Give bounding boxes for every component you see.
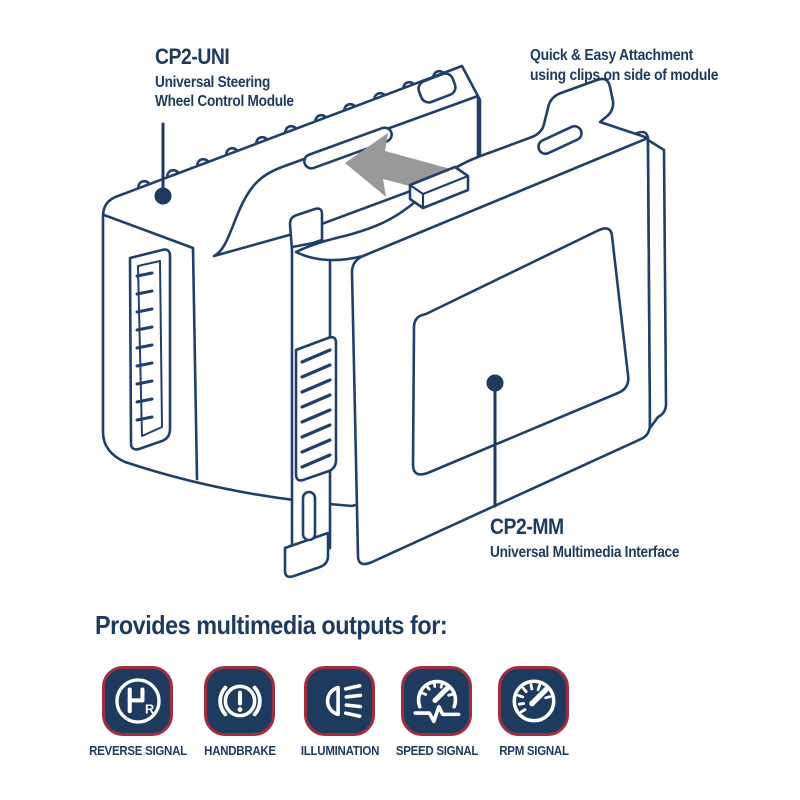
handbrake-warning-icon xyxy=(217,684,262,718)
attachment-note-line1: Quick & Easy Attachment xyxy=(530,47,694,64)
clip-slot xyxy=(537,124,583,156)
outputs-heading: Provides multimedia outputs for: xyxy=(95,610,448,640)
callout-leaders xyxy=(154,122,504,508)
cp2-mm-title: CP2-MM xyxy=(490,514,564,539)
rail-slot xyxy=(301,490,317,542)
headlight-icon xyxy=(325,683,362,719)
rail-connector-block xyxy=(294,335,338,482)
label-rpm-signal: RPM SIGNAL xyxy=(499,744,569,758)
top-notch xyxy=(417,72,457,104)
front-panel xyxy=(411,227,630,476)
cp2-uni-callout-dot xyxy=(154,187,172,205)
top-clip xyxy=(294,77,650,262)
cp2-mm-callout-dot xyxy=(486,374,504,392)
svg-text:R: R xyxy=(145,702,154,717)
cp2-uni-title: CP2-UNI xyxy=(155,44,230,69)
gear-shift-reverse-icon: R xyxy=(114,678,161,724)
cp2-mm-subtitle: Universal Multimedia Interface xyxy=(490,544,680,561)
label-illumination: ILLUMINATION xyxy=(300,744,380,758)
label-reverse-signal: REVERSE SIGNAL xyxy=(89,744,187,758)
attachment-note: Quick & Easy Attachment using clips on s… xyxy=(530,46,719,86)
badge-rpm-signal xyxy=(498,666,569,736)
left-face-edge xyxy=(102,213,199,481)
cp2-uni-subtitle-line2: Wheel Control Module xyxy=(155,93,294,110)
hump xyxy=(212,94,480,258)
rail-ribs xyxy=(300,348,332,469)
cp2-mm-callout: CP2-MM Universal Multimedia Interface xyxy=(490,516,705,562)
badge-illumination xyxy=(304,666,375,736)
clip-rail xyxy=(283,207,338,579)
connector-pins xyxy=(135,271,154,422)
label-speed-signal: SPEED SIGNAL xyxy=(395,744,479,758)
cp2-uni-callout: CP2-UNI Universal Steering Wheel Control… xyxy=(155,46,313,111)
speedometer-pulse-icon xyxy=(413,679,460,724)
connector-recess xyxy=(128,248,172,451)
cp2-mm-module-drawing xyxy=(283,77,668,579)
latch-block xyxy=(408,165,470,210)
vent-slot xyxy=(303,126,393,170)
cp2-mm-side xyxy=(646,138,668,430)
cp2-uni-subtitle-line1: Universal Steering xyxy=(155,74,271,91)
tachometer-icon xyxy=(511,679,556,723)
attachment-note-line2: using clips on side of module xyxy=(530,67,719,84)
label-handbrake: HANDBRAKE xyxy=(204,744,276,758)
badge-speed-signal xyxy=(401,666,472,736)
badge-handbrake xyxy=(204,666,275,736)
badge-reverse-signal: R xyxy=(102,666,173,736)
